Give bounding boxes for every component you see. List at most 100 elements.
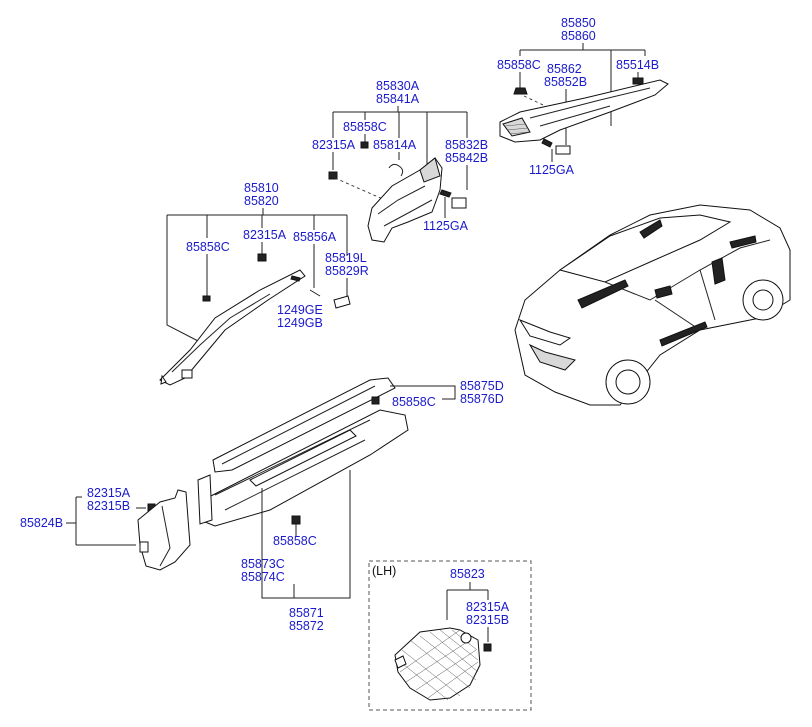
leader-lines-front-pillar-parts [206,242,348,300]
part-label-85820[interactable]: 85820 [244,194,279,208]
bracket-85832B-part [451,197,467,209]
car-trim-highlight-mid [654,285,673,299]
center-pillar-seatbelt-guide [419,157,441,183]
part-label-85856A[interactable]: 85856A [293,230,337,244]
sill-plate-group: 85875D 85876D 85858C 85858C 85873C 85874… [197,377,504,633]
part-label-85858C-sill[interactable]: 85858C [392,395,436,409]
part-label-85824B[interactable]: 85824B [20,516,63,530]
leader-lines-85823 [446,582,489,620]
screw-85856A-icon [290,275,301,282]
part-label-85819L[interactable]: 85819L [325,251,367,265]
part-label-85823[interactable]: 85823 [450,567,485,581]
rear-pillar-trim-contour [529,87,651,127]
kick-panel-vent [139,541,149,553]
sill-trim-lower-part [202,409,409,527]
rear-pillar-trim-grille-hatch [504,123,530,135]
car-trim-highlight-pillar [711,257,726,285]
part-label-1249GE[interactable]: 1249GE [277,303,323,317]
part-label-82315B-kick[interactable]: 82315B [87,499,130,513]
part-label-85830A[interactable]: 85830A [376,79,420,93]
clip-dash-line-mid [334,177,386,201]
leader-lines-85875D [390,385,456,400]
car-grille [528,343,576,371]
part-label-85810[interactable]: 85810 [244,181,279,195]
part-label-85832B[interactable]: 85832B [445,138,488,152]
lh-kick-panel-hatch [397,629,479,701]
front-pillar-trim-part [159,269,306,386]
clip-82315A-lh-icon [483,643,492,652]
front-pillar-trim-group: 85810 85820 82315A 85858C 85856A 85819L … [159,181,369,386]
part-label-85862[interactable]: 85862 [547,62,582,76]
screw-1249GE-line [309,289,321,297]
part-label-85858C-left[interactable]: 85858C [186,240,230,254]
part-label-85871[interactable]: 85871 [289,606,324,620]
rear-pillar-trim-part [499,79,669,143]
part-label-85858C-mid[interactable]: 85858C [343,120,387,134]
car-trim-highlight-roof [639,219,663,239]
lh-kick-panel-hole [460,632,472,644]
screw-icon [541,138,553,148]
car-front-hub [615,369,641,395]
car-door-lines [654,269,716,331]
part-label-85850[interactable]: 85850 [561,16,596,30]
clip-icon [513,87,528,95]
car-trim-highlight-front [577,279,629,309]
leader-lines-85850 [519,43,646,126]
part-label-85858C-low[interactable]: 85858C [273,534,317,548]
lh-inset-group: (LH) 85823 82315A 82315B [368,560,532,711]
part-label-85874C[interactable]: 85874C [241,570,285,584]
sill-trim-end-cap [197,474,213,525]
leader-lines-85810 [166,208,348,343]
part-label-85842B[interactable]: 85842B [445,151,488,165]
part-label-82315A-kick[interactable]: 82315A [87,486,131,500]
fastener-85514B-icon [632,77,644,85]
part-label-82315B-lh[interactable]: 82315B [466,613,509,627]
lh-kick-panel-part [394,627,481,701]
part-label-85873C[interactable]: 85873C [241,557,285,571]
clip-85858C-left-icon [202,295,211,302]
part-label-85858C-top[interactable]: 85858C [497,58,541,72]
part-label-85875D[interactable]: 85875D [460,379,504,393]
part-label-85829R[interactable]: 85829R [325,264,369,278]
scuff-plate-upper-part [212,377,396,473]
part-label-82315A-mid[interactable]: 82315A [312,138,356,152]
part-label-85514B[interactable]: 85514B [616,58,659,72]
screw-1125GA-icon [439,189,452,198]
cap-85819L-part [333,295,351,309]
rear-pillar-trim-group: 85850 85860 85858C 85862 85852B 85514B 1… [497,16,669,177]
car-headlamp [518,318,572,346]
car-rear-hub [752,289,774,311]
part-label-1125GA-top[interactable]: 1125GA [529,163,575,177]
front-pillar-contour [171,293,271,373]
leader-lines-85830A [332,106,468,165]
car-trim-highlight-sill [659,321,708,347]
front-pillar-clip-tabs [160,369,193,385]
car-trim-highlight-rear [729,235,757,249]
lh-inset-tag: (LH) [372,564,396,578]
part-label-1125GA-mid[interactable]: 1125GA [423,219,469,233]
kick-panel-group: 82315A 82315B 85824B [20,486,191,571]
part-label-85860[interactable]: 85860 [561,29,596,43]
part-label-85841A[interactable]: 85841A [376,92,420,106]
part-label-85872[interactable]: 85872 [289,619,324,633]
part-label-85876D[interactable]: 85876D [460,392,504,406]
part-label-82315A-lh[interactable]: 82315A [466,600,510,614]
leader-lines-85871 [261,470,351,599]
clip-82315A-left-icon [257,253,267,262]
scuff-plate-upper-contour [221,385,376,465]
bracket-part [555,145,571,155]
rear-pillar-trim-grille [502,117,531,137]
lh-inset-frame [368,560,532,711]
leader-lines-center-parts [332,134,468,190]
part-label-85852B[interactable]: 85852B [544,75,587,89]
kick-panel-part [137,489,191,571]
lh-kick-panel-crosshatch [399,629,479,699]
clip-85858C-low-icon [291,515,301,525]
kick-panel-contour [159,505,171,567]
part-label-85814A[interactable]: 85814A [373,138,417,152]
spring-clip-85814A [388,163,404,177]
part-label-1249GB[interactable]: 1249GB [277,316,323,330]
vehicle-illustration [514,204,791,406]
part-label-82315A-left[interactable]: 82315A [243,228,287,242]
